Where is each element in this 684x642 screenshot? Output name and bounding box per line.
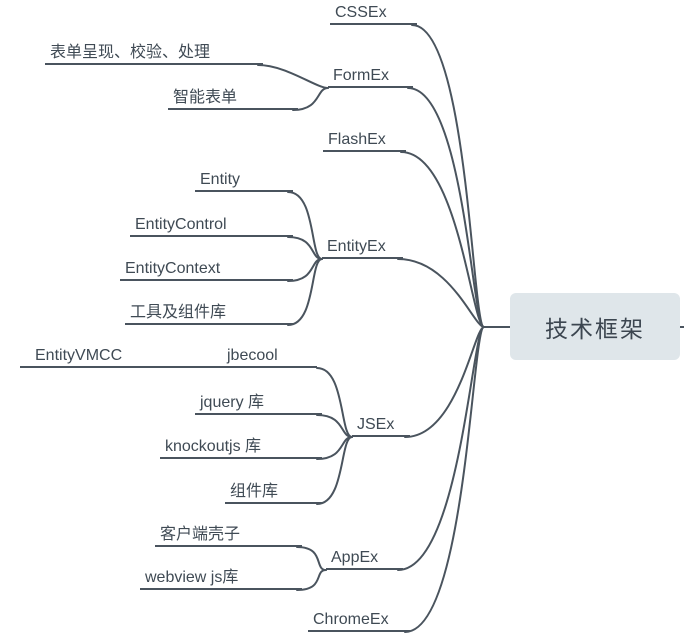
topic-formex[interactable]: FormEx: [328, 66, 413, 88]
topic-appex[interactable]: AppEx: [326, 548, 403, 570]
root-topic[interactable]: 技术框架: [510, 293, 680, 360]
topic-cssex[interactable]: CSSEx: [330, 3, 417, 25]
branch-line-form-smart: [292, 87, 329, 111]
topic-chromeex[interactable]: ChromeEx: [308, 610, 410, 632]
topic-toolkit[interactable]: 工具及组件库: [125, 303, 293, 325]
topic-jquery[interactable]: jquery 库: [195, 393, 322, 415]
branch-line-entitycontrol: [287, 236, 323, 260]
branch-line-toolkit: [287, 258, 323, 326]
topic-components[interactable]: 组件库: [225, 482, 322, 504]
branch-line-knockoutjs: [316, 436, 353, 460]
branch-line-entity: [287, 191, 323, 260]
branch-line-form-render: [257, 64, 329, 89]
topic-client-shell[interactable]: 客户端壳子: [155, 525, 302, 547]
topic-entityex[interactable]: EntityEx: [322, 237, 403, 259]
topic-entitycontrol[interactable]: EntityControl: [130, 215, 293, 237]
branch-line-components: [316, 436, 353, 505]
topic-flashex[interactable]: FlashEx: [323, 130, 406, 152]
topic-jbecool[interactable]: jbecool: [222, 346, 317, 368]
topic-form-render[interactable]: 表单呈现、校验、处理: [45, 43, 263, 65]
branch-line-formex: [407, 87, 485, 328]
topic-entitycontext[interactable]: EntityContext: [120, 259, 293, 281]
branch-line-webview: [296, 569, 327, 591]
topic-entityvmcc[interactable]: EntityVMCC: [20, 346, 232, 368]
topic-knockoutjs[interactable]: knockoutjs 库: [160, 437, 322, 459]
topic-form-smart[interactable]: 智能表单: [168, 88, 298, 110]
branch-line-jsex: [404, 326, 485, 438]
topic-jsex[interactable]: JSEx: [352, 415, 410, 437]
branch-line-client-shell: [296, 546, 327, 571]
branch-line-chromeex: [404, 326, 485, 633]
branch-line-jbecool: [316, 367, 353, 438]
topic-entity[interactable]: Entity: [195, 170, 293, 192]
branch-line-flashex: [400, 151, 485, 328]
branch-line-jquery: [316, 414, 353, 438]
topic-webview[interactable]: webview js库: [140, 568, 302, 590]
branch-line-appex: [397, 326, 485, 571]
branch-line-entityex: [397, 258, 485, 328]
